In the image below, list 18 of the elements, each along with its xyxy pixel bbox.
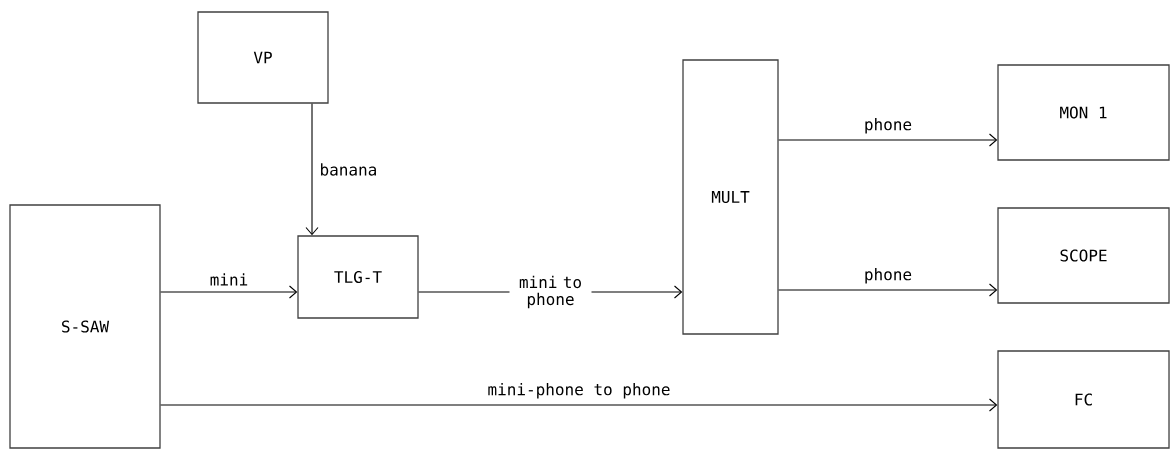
- arrow: [160, 285, 298, 299]
- block-box: MULT: [682, 59, 779, 335]
- block-box: S-SAW: [9, 204, 161, 449]
- block-box: FC: [997, 350, 1170, 449]
- block-box: TLG-T: [297, 235, 419, 319]
- edge-label: mini-phone to phone: [488, 383, 670, 399]
- arrow: [778, 133, 998, 147]
- edge-label: phone: [865, 268, 912, 284]
- arrow: [778, 283, 998, 297]
- edge-label: phone: [865, 118, 912, 134]
- edge-label: banana: [321, 163, 376, 176]
- block-box: VP: [197, 11, 329, 104]
- edge-label: mini: [210, 273, 248, 286]
- arrow: [305, 103, 319, 236]
- arrow: [160, 398, 998, 412]
- block-box: MON 1: [997, 64, 1170, 161]
- block-box: SCOPE: [997, 207, 1170, 304]
- edge-label: mini to phone: [509, 274, 592, 310]
